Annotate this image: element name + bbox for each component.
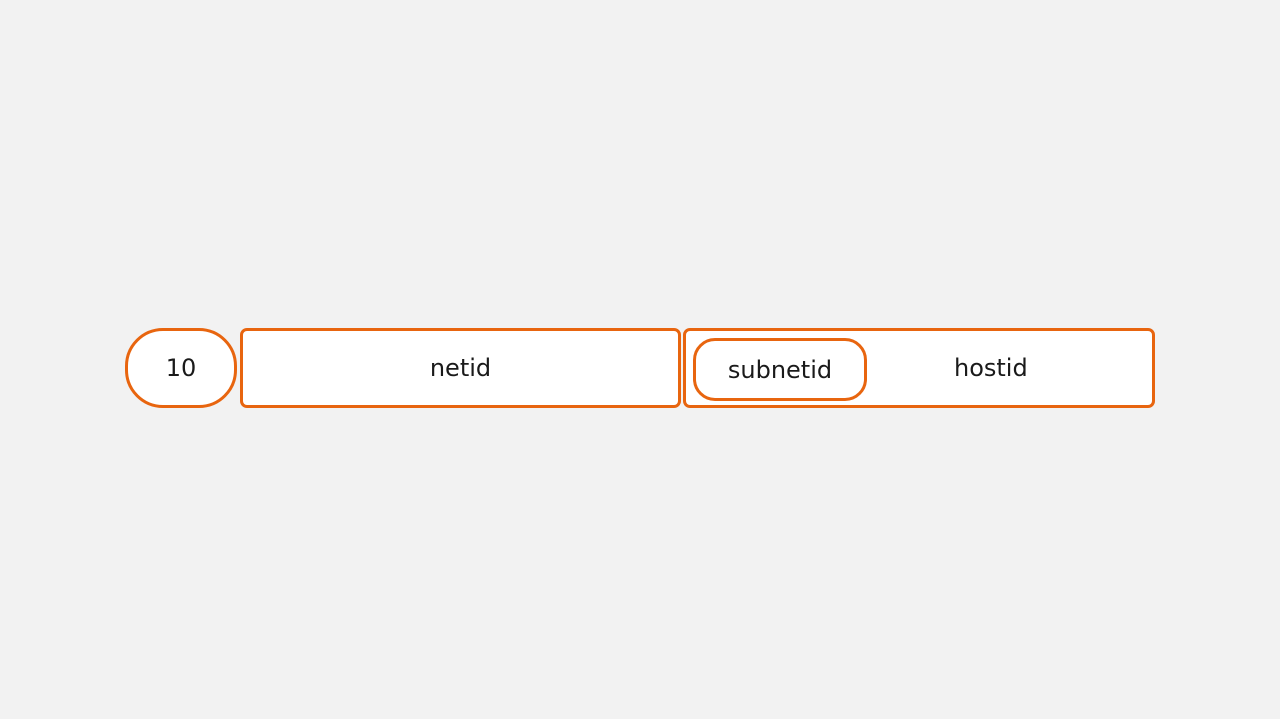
subnetid-label: subnetid [727,355,833,384]
host-portion-box: subnetid hostid [683,328,1155,408]
netid-label: netid [429,354,492,382]
first-octet-label: 10 [165,354,197,382]
hostid-label: hostid [954,354,1028,382]
subnetid-box: subnetid [693,338,867,401]
netid-box: netid [240,328,681,408]
first-octet-box: 10 [125,328,237,408]
